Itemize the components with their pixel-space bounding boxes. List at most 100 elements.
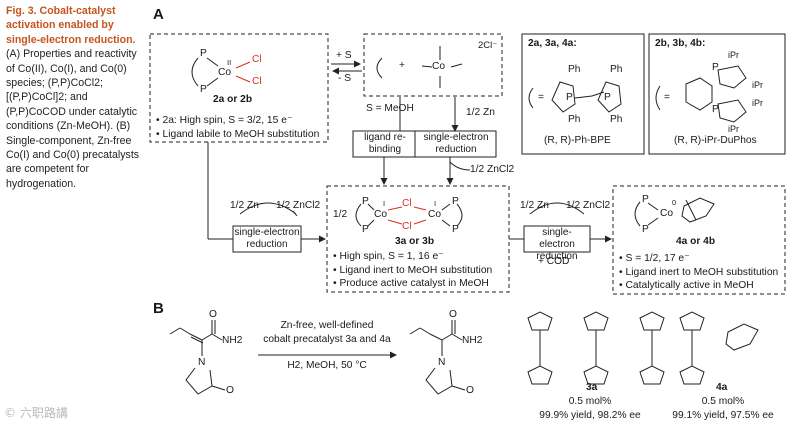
phosphorus-label: P xyxy=(200,84,207,95)
catalyst-3a-loading: 0.5 mol% xyxy=(568,396,612,407)
reduction-label-box xyxy=(352,130,497,158)
dupho-name: (R, R)-iPr-DuPhos xyxy=(674,135,757,146)
catalyst-3a-result: 99.9% yield, 98.2% ee xyxy=(539,410,641,421)
chloride-label: Cl xyxy=(402,198,412,209)
co1-bullet-2: • Ligand inert to MeOH substitution xyxy=(333,264,493,276)
phosphorus-label: P xyxy=(452,196,459,207)
oxidation-state-i: I xyxy=(383,199,386,208)
solvated-structure xyxy=(376,46,463,88)
phosphorus-label: P xyxy=(712,62,719,73)
chloride-label: Cl xyxy=(252,76,262,87)
conditions-line-3: H2, MeOH, 50 °C xyxy=(287,360,367,371)
phosphorus-label: P xyxy=(642,194,649,205)
amide-group-label: NH2 xyxy=(222,335,243,346)
isopropyl-label: iPr xyxy=(752,80,763,90)
catalyst-3a-structure xyxy=(527,311,665,385)
co0-properties: • S = 1/2, 17 e⁻ • Ligand inert to MeOH … xyxy=(619,252,778,293)
ligand-rebinding-label: ligand re-binding xyxy=(364,132,406,155)
cobalt-label: Co xyxy=(374,209,388,220)
phosphorus-label: P xyxy=(712,104,719,115)
oxidation-state-0: 0 xyxy=(672,198,677,207)
carbonyl-oxygen-label: O xyxy=(209,309,217,320)
isopropyl-label: iPr xyxy=(728,50,739,60)
counterion: 2Cl⁻ xyxy=(478,40,498,51)
phosphorus-label: P xyxy=(452,224,459,235)
catalyst-4a-label: 4a xyxy=(716,382,728,393)
solvated-co2-box xyxy=(363,33,503,97)
co2-bullet-1: • 2a: High spin, S = 3/2, 15 e⁻ xyxy=(156,115,293,126)
amide-group-label: NH2 xyxy=(462,335,483,346)
lactam-oxygen-label: O xyxy=(226,385,234,396)
phosphorus-label: P xyxy=(566,92,573,103)
co1-dimer xyxy=(355,203,463,227)
catalyst-3a-label: 3a xyxy=(586,382,598,393)
phosphorus-label: P xyxy=(604,92,611,103)
chloride-label: Cl xyxy=(402,221,412,232)
equals-sign: = xyxy=(538,92,544,103)
substrate-structure xyxy=(169,320,226,395)
co1-bullet-1: • High spin, S = 1, 16 e⁻ xyxy=(333,251,444,262)
compound-3-label: 3a or 3b xyxy=(395,236,435,247)
phosphorus-label: P xyxy=(200,48,207,59)
phenyl-label: Ph xyxy=(610,64,623,75)
zinc-half-label: 1/2 Zn xyxy=(230,200,259,211)
panel-b-letter: B xyxy=(153,300,164,317)
compound-2-label: 2a or 2b xyxy=(213,94,253,105)
co1-bullet-3: • Produce active catalyst in MeOH xyxy=(333,278,489,289)
ligand-box-ph-bpe xyxy=(521,33,645,155)
reduction-label: single-electron reduction xyxy=(536,227,578,262)
conditions-line-1: Zn-free, well-defined xyxy=(280,320,374,331)
oxidation-state-i: I xyxy=(434,199,437,208)
figure-caption: Fig. 3. Cobalt-catalyst activation enabl… xyxy=(6,4,144,191)
ligand-box-dupho xyxy=(648,33,786,155)
ph-bpe-name: (R, R)-Ph-BPE xyxy=(544,135,611,146)
solvent-note: S = MeOH xyxy=(366,103,414,114)
nitrogen-label: N xyxy=(438,357,446,368)
reduction-label: single-electron reduction xyxy=(423,132,489,155)
plus-cod-label: + COD xyxy=(538,256,570,267)
isopropyl-label: iPr xyxy=(728,124,739,134)
co2-properties: • 2a: High spin, S = 3/2, 15 e⁻ • Ligand… xyxy=(156,114,319,141)
co1-properties: • High spin, S = 1, 16 e⁻ • Ligand inert… xyxy=(333,250,492,291)
zinc-chloride-half-label: 1/2 ZnCl2 xyxy=(276,200,321,211)
panel-a-letter: A xyxy=(153,6,164,23)
co2-bullet-2: • Ligand labile to MeOH substitution xyxy=(156,128,320,140)
co0-structure xyxy=(634,197,715,227)
ligand-box-2-title: 2b, 3b, 4b: xyxy=(655,38,706,49)
caption-title: Fig. 3. Cobalt-catalyst activation enabl… xyxy=(6,5,136,46)
co0-bullet-1: • S = 1/2, 17 e⁻ xyxy=(619,253,690,264)
caption-text: (A) Properties and reactivity of Co(II),… xyxy=(6,48,140,190)
oxidation-state-ii: II xyxy=(227,58,232,67)
watermark-logo: © 六职路講 xyxy=(4,406,68,420)
ligand-box-1-title: 2a, 3a, 4a: xyxy=(528,38,577,49)
cobalt-label: Co xyxy=(432,61,446,72)
cobalt-label: Co xyxy=(428,209,442,220)
co0-bullet-2: • Ligand inert to MeOH substitution xyxy=(619,266,779,278)
zinc-chloride-half-label: 1/2 ZnCl2 xyxy=(566,200,611,211)
nitrogen-label: N xyxy=(198,357,206,368)
cobalt-label: Co xyxy=(218,67,232,78)
catalyst-4a-loading: 0.5 mol% xyxy=(701,396,745,407)
phosphorus-label: P xyxy=(642,224,649,235)
phosphorus-label: P xyxy=(362,196,369,207)
product-structure xyxy=(409,320,466,395)
reduction-label: single-electron reduction xyxy=(234,227,300,250)
catalyst-4a-result: 99.1% yield, 97.5% ee xyxy=(672,410,774,421)
chloride-label: Cl xyxy=(252,54,262,65)
isopropyl-label: iPr xyxy=(752,98,763,108)
zinc-half-label: 1/2 Zn xyxy=(466,107,495,118)
phenyl-label: Ph xyxy=(568,64,581,75)
half-prefix: 1/2 xyxy=(333,209,348,220)
co2-box xyxy=(149,33,329,143)
co0-bullet-3: • Catalytically active in MeOH xyxy=(619,280,754,291)
co0-box xyxy=(612,185,786,295)
conditions-line-2: cobalt precatalyst 3a and 4a xyxy=(263,334,391,345)
plus-sign: + xyxy=(399,60,405,71)
cocl2-structure xyxy=(191,57,251,87)
lactam-oxygen-label: O xyxy=(466,385,474,396)
equals-sign: = xyxy=(664,92,670,103)
ph-bpe-structure xyxy=(528,81,622,113)
zinc-chloride-half-label: 1/2 ZnCl2 xyxy=(470,164,515,175)
carbonyl-oxygen-label: O xyxy=(449,309,457,320)
